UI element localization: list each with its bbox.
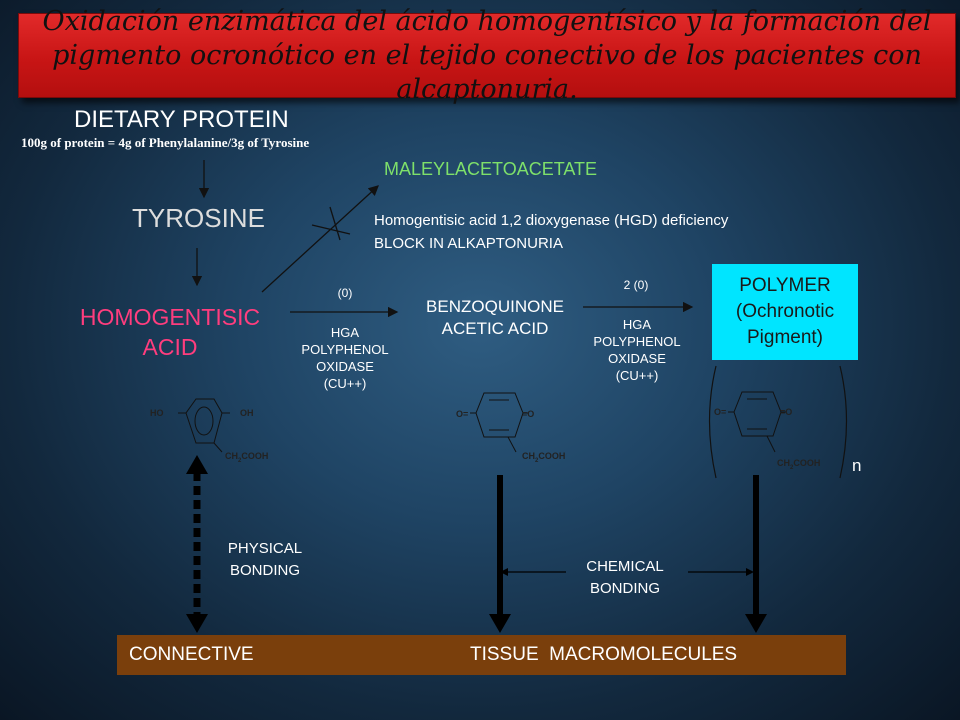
step1-enzyme: HGA POLYPHENOL OXIDASE (CU++) [275,324,415,392]
side-chain-cooh: COOH [538,451,566,461]
hga-structure [178,398,230,453]
side-chain-sub: 2 [790,464,794,471]
step1-enzyme-line: OXIDASE [316,359,374,374]
physical-bonding-label: PHYSICAL BONDING [200,538,330,582]
step1-enzyme-line: POLYPHENOL [301,342,389,357]
side-chain-ch: CH [522,451,535,461]
polymer-n-label: n [852,456,862,475]
step2-enzyme-line: (CU++) [615,368,659,383]
maleylacetoacetate-label: MALEYLACETOACETATE [384,159,598,179]
bq-left-group: O= [456,409,469,419]
side-chain-cooh: COOH [241,451,269,461]
polymer-right-group: =O [780,407,793,417]
step2-enzyme-line: OXIDASE [608,351,666,366]
dietary-protein-label: DIETARY PROTEIN [74,106,289,133]
tissue-macromolecules-label: TISSUE MACROMOLECULES [470,644,738,665]
hga-right-group: OH [240,408,254,418]
polymer-left-group: O= [714,407,727,417]
hga-side-chain: CH2COOH [225,451,268,464]
chemical-bonding-link [500,568,754,576]
step1-enzyme-line: HGA [330,325,360,340]
title-banner: Oxidación enzimática del ácido homogentí… [18,6,956,105]
chemical-bond-arrow-benzoquinone [489,475,511,633]
page-title: Oxidación enzimática del ácido homogentí… [42,5,932,105]
bq-side-chain: CH2COOH [522,451,565,464]
protein-note: 100g of protein = 4g of Phenylalanine/3g… [21,135,310,150]
homogentisic-line2: ACID [142,334,198,360]
tyrosine-label: TYROSINE [132,203,265,233]
side-chain-cooh: COOH [793,458,821,468]
physical-bonding-line1: PHYSICAL [227,540,303,557]
chemical-bonding-label: CHEMICAL BONDING [560,556,690,600]
chemical-bonding-line1: CHEMICAL [586,558,664,575]
polymer-box: POLYMER (Ochronotic Pigment) [712,264,858,360]
polymer-line2: (Ochronotic [735,301,835,322]
connective-tissue-bar: CONNECTIVE TISSUE MACROMOLECULES [117,635,846,675]
physical-bonding-arrow [186,455,208,633]
connective-label: CONNECTIVE [129,644,254,665]
step2-oxygen: 2 (0) [623,278,649,292]
side-chain-ch: CH [225,451,238,461]
step2-enzyme: HGA POLYPHENOL OXIDASE (CU++) [567,316,707,384]
chemical-bond-arrow-polymer [745,475,767,633]
block-mark-2 [329,206,341,241]
step2-enzyme-line: HGA [622,317,652,332]
benzoquinone-line2: ACETIC ACID [441,319,549,338]
benzoquinone-line1: BENZOQUINONE [426,297,564,316]
benzoquinone-structure [470,392,529,453]
block-mark [311,224,351,235]
block-label: BLOCK IN ALKAPTONURIA [374,235,563,252]
hgd-deficiency-label: Homogentisic acid 1,2 dioxygenase (HGD) … [374,212,729,229]
physical-bonding-line2: BONDING [229,562,300,579]
polymer-line3: Pigment) [746,327,824,348]
chemical-bonding-line2: BONDING [589,580,660,597]
benzoquinone-label: BENZOQUINONE ACETIC ACID [400,296,590,340]
step2-enzyme-line: POLYPHENOL [593,334,681,349]
step1-enzyme-line: (CU++) [323,376,367,391]
side-chain-sub: 2 [238,457,242,464]
side-chain-sub: 2 [535,457,539,464]
bq-right-group: =O [522,409,535,419]
polymer-side-chain: CH2COOH [777,458,820,471]
polymer-structure [708,365,848,479]
side-chain-ch: CH [777,458,790,468]
hga-left-group: HO [150,408,164,418]
homogentisic-acid-label: HOMOGENTISIC ACID [60,302,280,362]
polymer-line1: POLYMER [739,275,831,296]
arrow-hga-to-maleylacetoacetate [261,185,379,293]
homogentisic-line1: HOMOGENTISIC [79,304,261,330]
step1-oxygen: (0) [337,286,353,300]
